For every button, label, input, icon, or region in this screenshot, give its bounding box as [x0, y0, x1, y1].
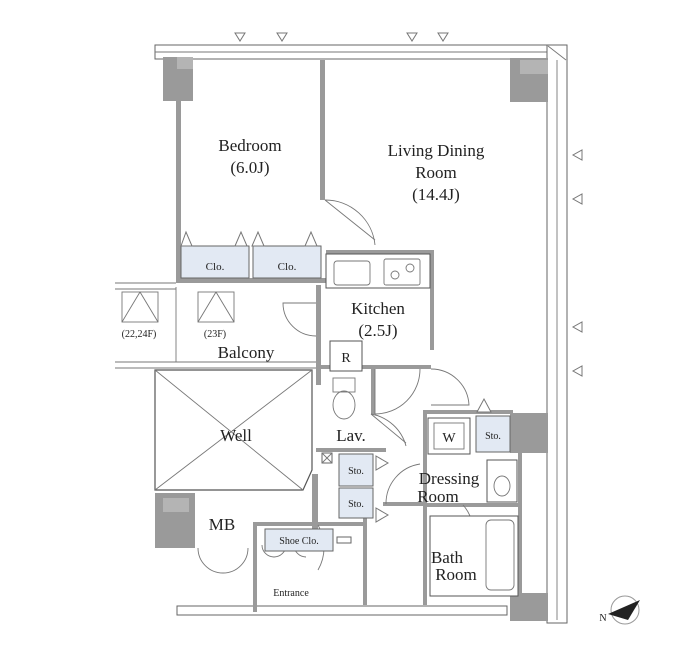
closet-1	[180, 245, 250, 279]
storage-3-label: Sto.	[348, 499, 364, 510]
shoe-closet	[264, 528, 334, 552]
bath-label-2: Room	[435, 565, 477, 584]
refrigerator-space	[329, 340, 363, 372]
living-size: (14.4J)	[412, 185, 460, 204]
living-label-2: Room	[415, 163, 457, 182]
well-label: Well	[220, 426, 252, 445]
shoe-closet-label: Shoe Clo.	[279, 536, 318, 547]
closet-2	[252, 245, 322, 279]
kitchen-counter	[325, 253, 431, 289]
living-label-1: Living Dining	[388, 141, 485, 160]
kitchen-size: (2.5J)	[358, 321, 397, 340]
kitchen-label: Kitchen	[351, 299, 405, 318]
toilet	[332, 377, 356, 420]
svg-text:N: N	[599, 613, 606, 624]
well-void	[154, 369, 313, 491]
door-swings	[197, 199, 474, 574]
storage-2-label: Sto.	[348, 466, 364, 477]
balcony-label: Balcony	[218, 343, 275, 362]
washbasin	[486, 459, 518, 503]
exterior-walls	[154, 44, 568, 624]
outdoor-units	[121, 291, 235, 323]
storage-2	[338, 453, 374, 487]
bathtub	[429, 515, 519, 597]
entrance-label: Entrance	[273, 588, 309, 599]
balcony-note-right: (23F)	[204, 329, 226, 340]
window-markers-right	[571, 149, 583, 377]
north-arrow-icon: N	[599, 595, 640, 625]
closet-1-label: Clo.	[206, 261, 225, 273]
window-markers-top	[234, 32, 449, 42]
closet-vents	[180, 230, 492, 523]
storage-1-label: Sto.	[485, 431, 501, 442]
bedroom-size: (6.0J)	[230, 158, 269, 177]
interior-walls	[115, 60, 522, 612]
balcony-note-left: (22,24F)	[122, 329, 157, 340]
bath-label-1: Bath	[431, 548, 464, 567]
dressing-label-2: Room	[417, 487, 459, 506]
washer-label: W	[442, 431, 456, 446]
storage-3	[338, 487, 374, 519]
refrigerator-label: R	[341, 351, 351, 366]
mb-label: MB	[209, 515, 235, 534]
washer-space	[427, 417, 471, 455]
bedroom-label: Bedroom	[218, 136, 281, 155]
storage-1	[475, 415, 511, 453]
closet-2-label: Clo.	[278, 261, 297, 273]
lav-label: Lav.	[336, 426, 366, 445]
dressing-label-1: Dressing	[419, 469, 480, 488]
